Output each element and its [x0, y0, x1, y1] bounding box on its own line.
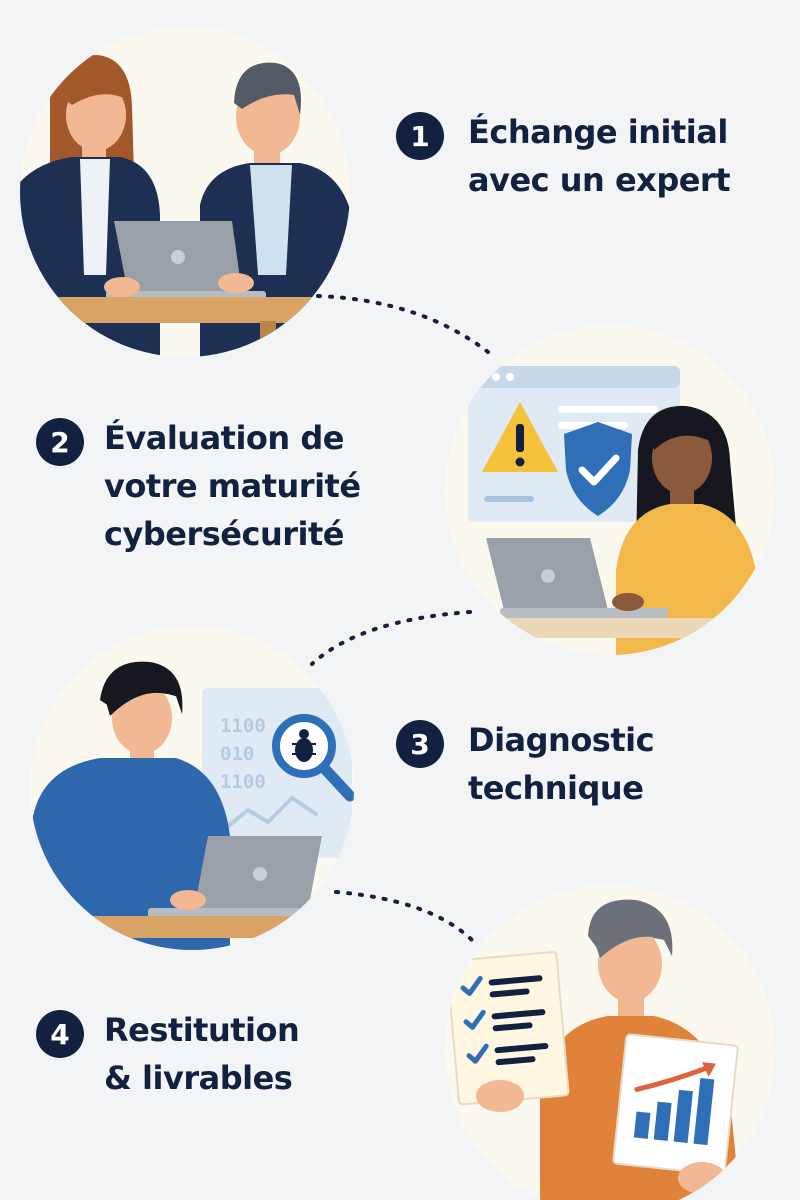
step-number-badge: 3: [396, 720, 444, 768]
shield-icon: [564, 422, 632, 516]
step-title: Diagnostic technique: [468, 721, 655, 807]
trend-line-icon: [224, 796, 318, 830]
magnifier-bug-icon: [272, 714, 354, 802]
step-1: 1 Échange initial avec un expert: [396, 108, 731, 204]
bar-chart-report-icon: [612, 1033, 739, 1176]
code-line-2: 010: [220, 743, 254, 765]
connector-3-4: [334, 890, 474, 942]
report-delivery-illustration: [445, 885, 775, 1200]
step-2: 2 Évaluation de votre maturité cybersécu…: [36, 414, 361, 558]
step-4: 4 Restitution & livrables: [36, 1006, 300, 1102]
step-number-badge: 1: [396, 112, 444, 160]
step-title: Restitution & livrables: [104, 1011, 300, 1097]
connector-2-3: [310, 610, 472, 666]
step-number-badge: 4: [36, 1010, 84, 1058]
code-inspection-illustration: 1100 010 1100: [30, 626, 354, 950]
step-title: Échange initial avec un expert: [468, 113, 731, 199]
connector-1-2: [316, 294, 490, 354]
two-people-meeting-illustration: [20, 27, 350, 357]
code-line-3: 1100: [220, 771, 266, 793]
step-title: Évaluation de votre maturité cybersécuri…: [104, 419, 361, 553]
security-assessment-illustration: [445, 325, 775, 655]
code-line-1: 1100: [220, 715, 266, 737]
step-3: 3 Diagnostic technique: [396, 716, 655, 812]
step-number-badge: 2: [36, 418, 84, 466]
